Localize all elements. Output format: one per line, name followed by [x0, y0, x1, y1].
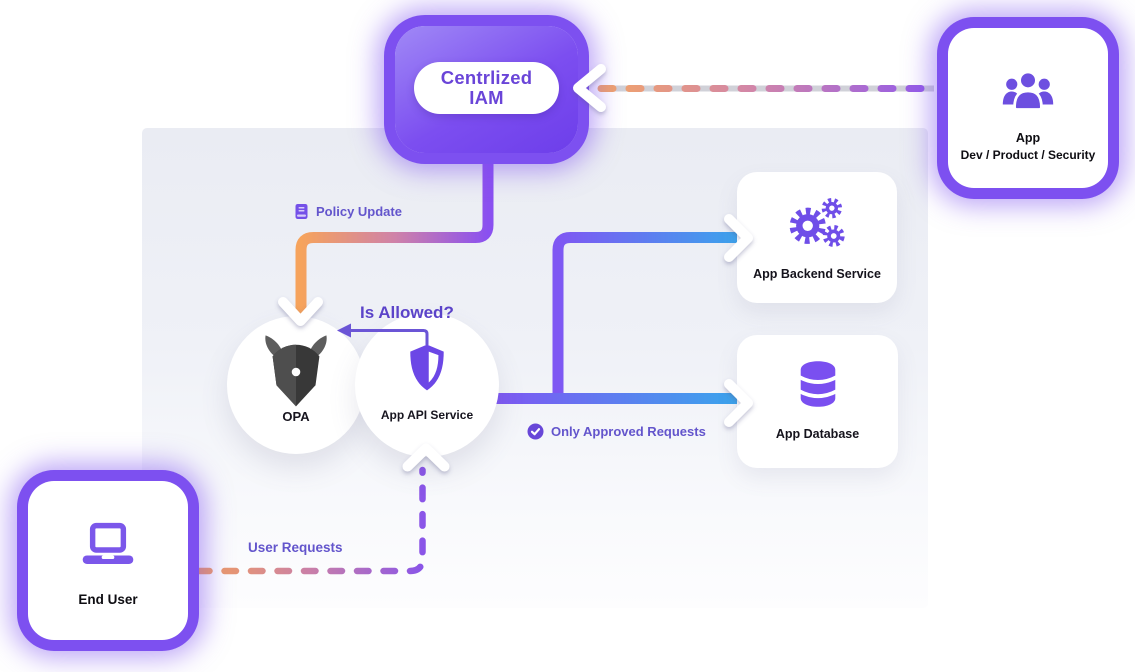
- opa-label: OPA: [282, 409, 310, 424]
- app-team-title: App: [1015, 131, 1041, 145]
- laptop-icon: [82, 522, 134, 565]
- policy-update-label: Policy Update: [316, 204, 402, 219]
- chevron-left-icon: [573, 64, 606, 112]
- opa-node: OPA: [227, 316, 365, 454]
- opa-helmet-icon: [265, 335, 327, 407]
- is-allowed-label: Is Allowed?: [360, 303, 454, 322]
- policy-update-label-group: Policy Update: [294, 203, 402, 220]
- is-allowed-label-group: Is Allowed?: [360, 303, 454, 323]
- app-team-card: App Dev / Product / Security: [948, 28, 1108, 188]
- people-group-icon: [1002, 70, 1054, 111]
- api-service-label: App API Service: [380, 408, 474, 422]
- backend-service-label: App Backend Service: [753, 267, 881, 281]
- iam-title-line1: Centrlized: [440, 67, 533, 89]
- user-requests-label: User Requests: [248, 540, 343, 555]
- user-requests-label-group: User Requests: [248, 540, 343, 555]
- gears-icon: [789, 197, 845, 247]
- check-circle-icon: [527, 423, 544, 440]
- book-icon: [295, 204, 308, 219]
- iam-title-pill: Centrlized IAM: [414, 62, 559, 114]
- api-service-node: App API Service: [355, 313, 499, 457]
- end-user-label: End User: [78, 592, 138, 607]
- only-approved-label-group: Only Approved Requests: [527, 423, 706, 440]
- app-team-subtitle: Dev / Product / Security: [960, 148, 1096, 162]
- iam-title-line2: IAM: [469, 87, 504, 108]
- database-card: App Database: [737, 335, 898, 468]
- centralized-iam-node: Centrlized IAM: [395, 26, 578, 153]
- end-user-card: End User: [28, 481, 188, 640]
- only-approved-label: Only Approved Requests: [551, 424, 706, 439]
- database-label: App Database: [775, 427, 860, 441]
- database-icon: [797, 361, 838, 407]
- backend-service-card: App Backend Service: [737, 172, 897, 303]
- shield-icon: [410, 344, 444, 391]
